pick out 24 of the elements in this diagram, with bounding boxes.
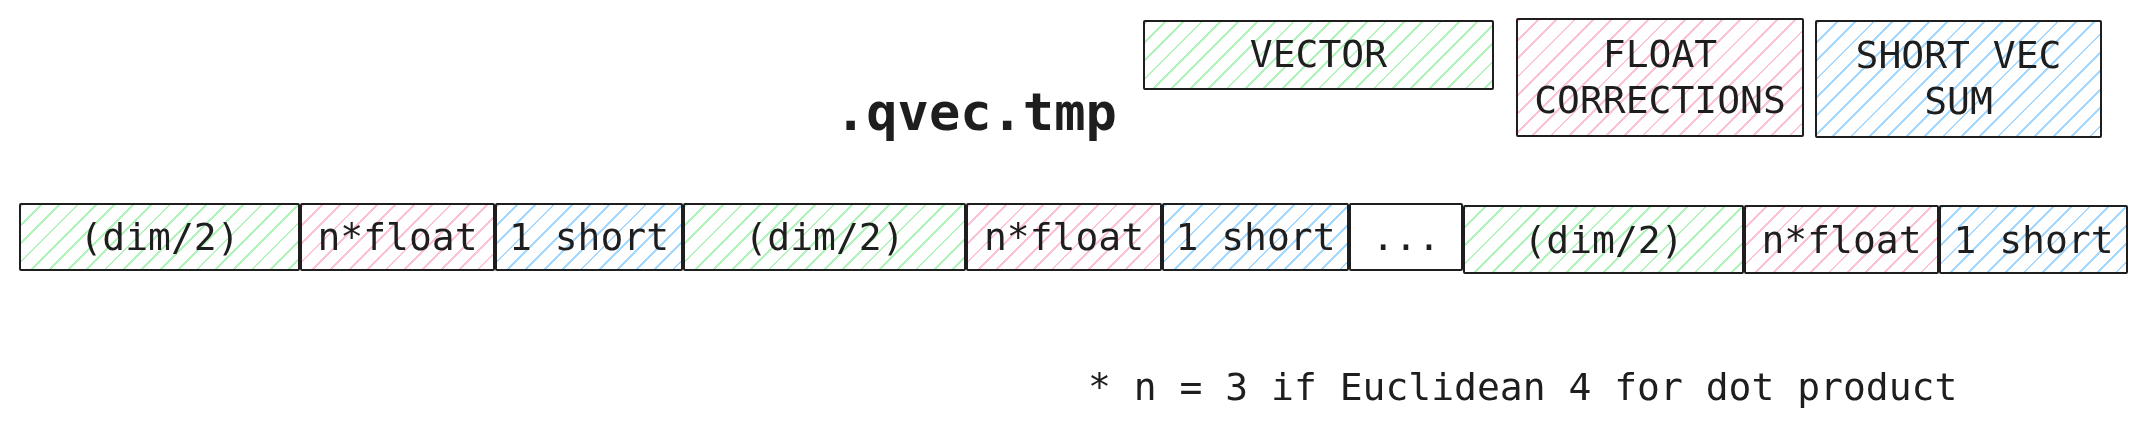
legend-label: FLOAT CORRECTIONS bbox=[1533, 31, 1787, 124]
legend-label: VECTOR bbox=[1249, 32, 1388, 78]
record-field bbox=[1463, 205, 1744, 274]
field-label: (dim/2) bbox=[744, 218, 905, 256]
record-field bbox=[966, 203, 1162, 271]
field-label: (dim/2) bbox=[1523, 220, 1684, 259]
record-field bbox=[1349, 203, 1463, 271]
field-label: 1 short bbox=[1953, 220, 2114, 259]
record-field bbox=[1162, 203, 1349, 271]
record-field bbox=[19, 203, 300, 271]
record-field bbox=[1939, 205, 2128, 274]
field-label: ... bbox=[1371, 218, 1441, 256]
legend-label: SHORT VEC SUM bbox=[1854, 33, 2063, 125]
field-label: n*float bbox=[1761, 220, 1922, 259]
field-label: n*float bbox=[983, 218, 1145, 256]
field-label: (dim/2) bbox=[79, 218, 240, 256]
field-label: n*float bbox=[317, 218, 478, 256]
footnote: * n = 3 if Euclidean 4 for dot product bbox=[1088, 368, 1958, 406]
field-label: 1 short bbox=[508, 218, 670, 256]
record-field bbox=[1744, 205, 1939, 274]
record-field bbox=[300, 203, 495, 271]
record-field bbox=[683, 203, 966, 271]
record-field bbox=[495, 203, 683, 271]
field-label: 1 short bbox=[1175, 218, 1336, 256]
